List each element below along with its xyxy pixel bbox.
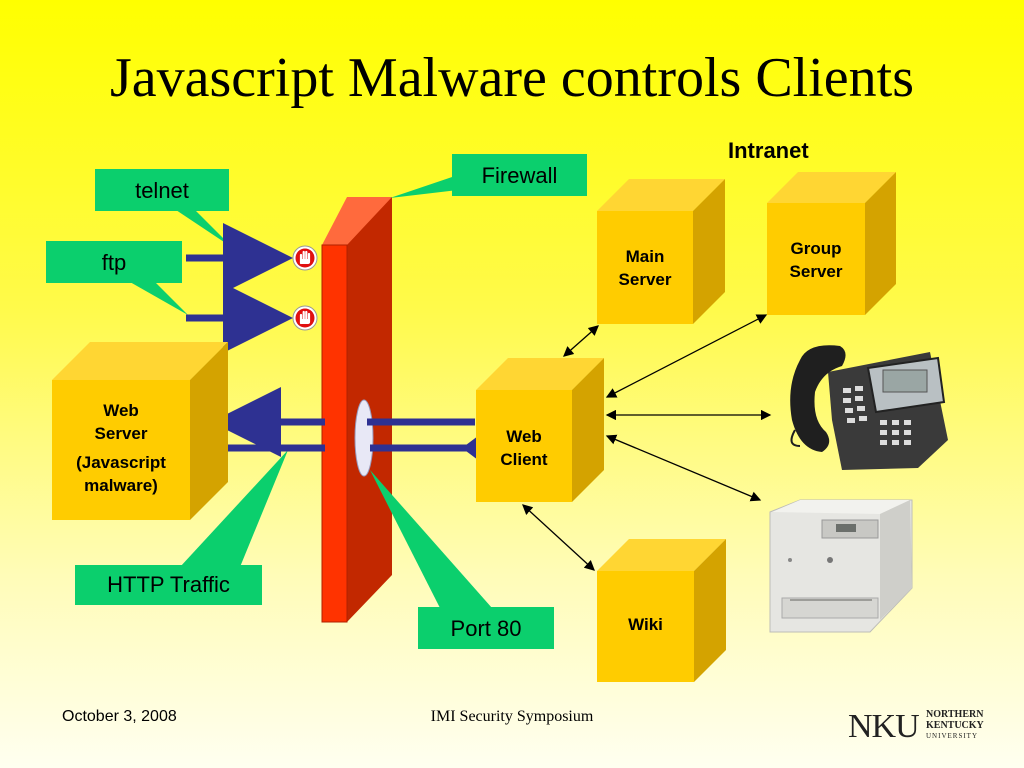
web-server-label: Web Server (Javascript malware)	[52, 400, 190, 498]
main-server-label: Main Server	[597, 246, 693, 292]
stop-hand-icon	[292, 305, 318, 331]
wiki-box	[597, 539, 726, 682]
nku-logo-mark: NKU	[848, 708, 920, 745]
port80-callout	[370, 470, 554, 649]
web-client-box	[476, 358, 604, 502]
web-server-line3: (Javascript	[76, 452, 166, 472]
group-server-label: Group Server	[767, 238, 865, 284]
desk-phone-icon	[790, 345, 948, 470]
web-server-line4: malware)	[84, 475, 158, 495]
web-client-line2: Client	[500, 449, 548, 469]
main-server-line2: Server	[618, 269, 672, 289]
nku-logo: NKU NORTHERN KENTUCKY UNIVERSITY	[848, 706, 1008, 746]
web-client-label: Web Client	[476, 426, 572, 472]
http-response-arrows	[211, 387, 541, 483]
web-server-box	[52, 342, 228, 520]
group-server-line2: Server	[789, 261, 843, 281]
telnet-callout	[95, 169, 233, 248]
logo-line3: UNIVERSITY	[926, 732, 978, 740]
logo-line1: NORTHERN	[926, 709, 984, 720]
ftp-callout	[46, 241, 188, 315]
http-traffic-label: HTTP Traffic	[107, 572, 230, 597]
http-traffic-callout	[75, 450, 288, 605]
web-client-line1: Web	[506, 427, 542, 446]
main-server-box	[597, 179, 725, 324]
web-server-line2: Server	[94, 423, 148, 443]
group-server-box	[767, 172, 896, 315]
slide-title: Javascript Malware controls Clients	[109, 47, 914, 109]
web-server-line1: Web	[103, 401, 139, 420]
port-opening	[354, 399, 374, 477]
arrowhead	[462, 436, 478, 460]
telnet-label: telnet	[135, 178, 189, 203]
laser-printer-icon	[769, 499, 913, 633]
intranet-label: Intranet	[728, 138, 809, 163]
group-server-line1: Group	[790, 239, 842, 258]
ftp-label: ftp	[101, 250, 127, 275]
firewall-wall	[321, 197, 392, 623]
intranet-connections	[522, 314, 772, 571]
main-server-line1: Main	[625, 247, 665, 266]
nku-logo-text: NORTHERN KENTUCKY UNIVERSITY	[926, 709, 984, 742]
wiki-label: Wiki	[628, 615, 663, 634]
logo-line2: KENTUCKY	[926, 720, 984, 731]
footer-date: October 3, 2008	[62, 708, 177, 725]
firewall-callout	[390, 154, 587, 198]
firewall-label: Firewall	[481, 163, 558, 188]
port80-label: Port 80	[450, 616, 522, 641]
stop-hand-icon	[292, 245, 318, 271]
footer-event: IMI Security Symposium	[430, 708, 594, 725]
